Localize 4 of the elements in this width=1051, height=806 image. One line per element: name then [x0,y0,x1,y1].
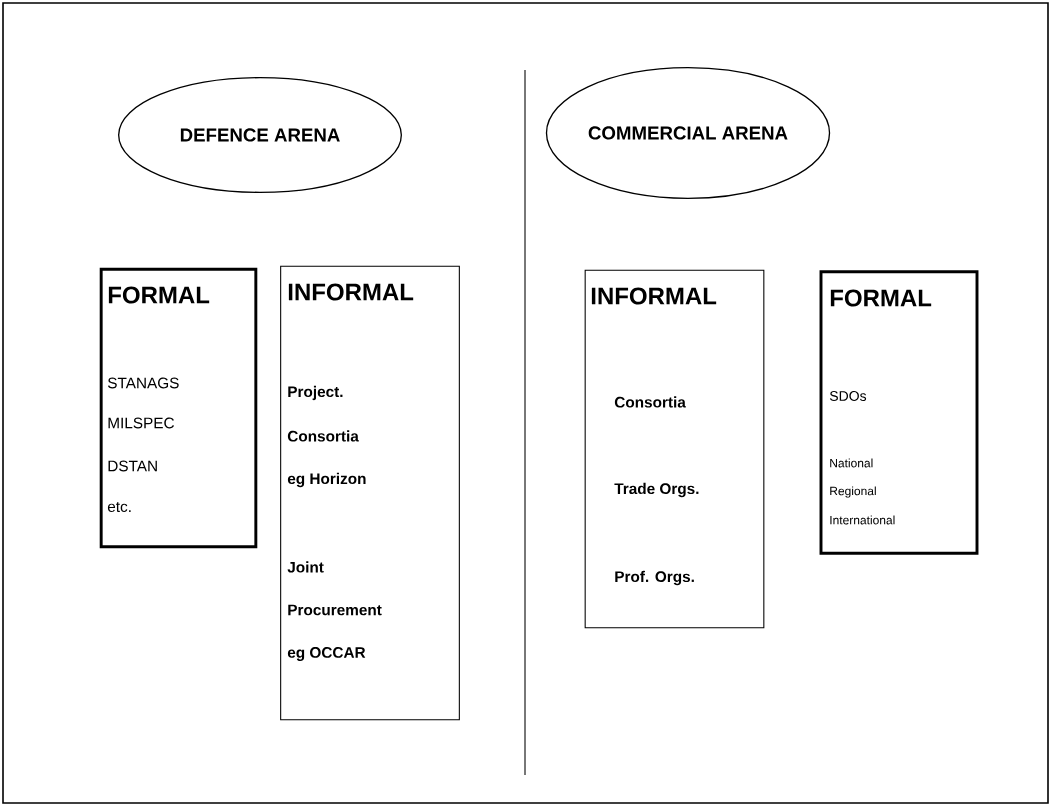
category-box: FORMAL STANAGS MILSPEC DSTAN etc. [99,267,258,549]
category-box: INFORMAL Project. Consortia eg Horizon Joint Procurement eg OCCAR [280,265,460,721]
category-box: FORMAL SDOs National Regional International [819,270,979,555]
category-box: INFORMAL Consortia Trade Orgs. Prof. Orgs. [584,269,765,629]
